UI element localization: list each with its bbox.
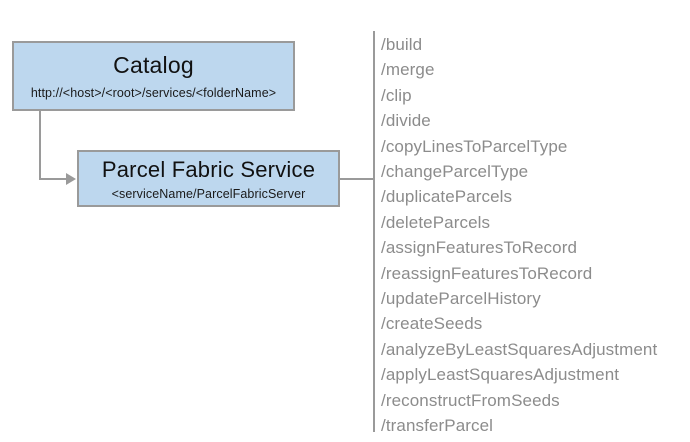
operation-item: /createSeeds <box>381 314 483 334</box>
operation-item: /setParcelLineLabelPosition <box>381 439 681 442</box>
node-service-subtitle: <serviceName/ParcelFabricServer <box>111 187 306 201</box>
arrowhead-icon <box>66 173 76 185</box>
operation-item: /updateParcelHistory <box>381 289 541 309</box>
node-catalog: Catalog http://<host>/<root>/services/<f… <box>12 41 295 111</box>
operation-item: /divide <box>381 111 431 131</box>
operation-item: /clip <box>381 85 412 105</box>
node-catalog-title: Catalog <box>113 52 194 78</box>
operation-item: /assignFeaturesToRecord <box>381 238 578 258</box>
operation-item: /build <box>381 35 423 54</box>
operation-item: /changeParcelType <box>381 162 529 182</box>
operation-item: /reconstructFromSeeds <box>381 390 560 410</box>
operation-item: /copyLinesToParcelType <box>381 136 568 156</box>
operation-item: /transferParcel <box>381 416 494 436</box>
operations-rail-divider <box>373 31 375 432</box>
connector-catalog-vertical <box>39 110 41 180</box>
operation-item: /analyzeByLeastSquaresAdjustment <box>381 339 658 359</box>
node-catalog-subtitle: http://<host>/<root>/services/<folderNam… <box>30 86 277 100</box>
connector-catalog-horizontal <box>39 178 68 180</box>
operations-list: /build/merge/clip/divide/copyLinesToParc… <box>381 32 681 442</box>
operation-item: /applyLeastSquaresAdjustment <box>381 365 620 385</box>
operation-item: /merge <box>381 60 435 80</box>
connector-service-to-operations <box>340 178 374 180</box>
node-service-title: Parcel Fabric Service <box>101 157 316 182</box>
node-parcel-fabric-service: Parcel Fabric Service <serviceName/Parce… <box>77 150 340 207</box>
operation-item: /reassignFeaturesToRecord <box>381 263 593 283</box>
operation-item: /deleteParcels <box>381 212 491 232</box>
operation-item: /duplicateParcels <box>381 187 513 207</box>
